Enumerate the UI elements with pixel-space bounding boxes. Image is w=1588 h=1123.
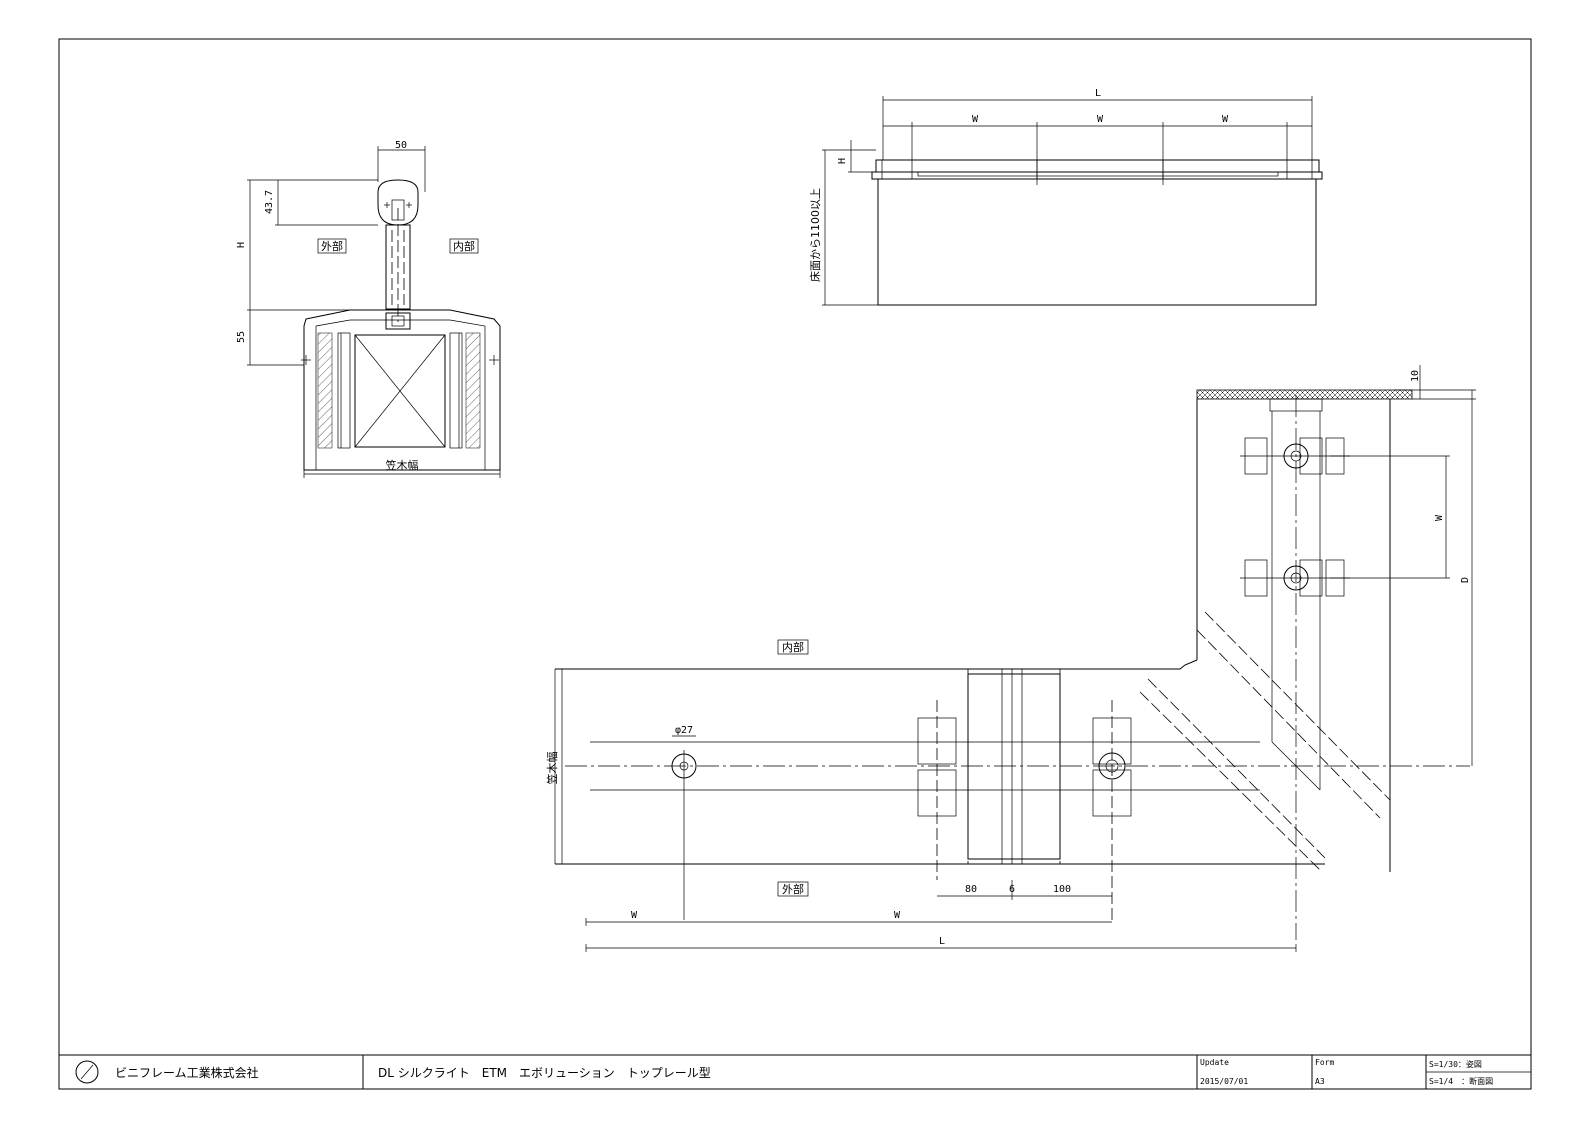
form-label: Form <box>1315 1058 1334 1067</box>
plan-dim-d: D <box>1460 577 1471 583</box>
plan-dim-w-mid: W <box>894 910 901 921</box>
plan-dim-phi: φ27 <box>675 725 693 736</box>
scale-elevation: S=1/30：姿図 <box>1429 1059 1482 1069</box>
elevation-view: L W W W H 床面から1100以上 <box>808 88 1323 306</box>
section-dim-width: 50 <box>395 140 407 151</box>
scale-section: S=1/4 ：断面図 <box>1429 1076 1493 1086</box>
update-label: Update <box>1200 1058 1229 1067</box>
section-view: 50 43.7 H 55 外部 内部 笠木幅 <box>236 140 501 478</box>
plan-label-width: 笠木幅 <box>545 752 559 785</box>
plan-dim-l: L <box>939 936 945 947</box>
plan-dim-10: 10 <box>1410 370 1421 382</box>
elevation-dim-h: H <box>837 158 848 164</box>
section-label-inside: 内部 <box>453 239 475 253</box>
section-dim-h: H <box>236 242 247 248</box>
drawing-title: DL シルクライト ETM エボリューション トップレール型 <box>378 1066 711 1080</box>
section-label-width: 笠木幅 <box>386 458 419 472</box>
update-value: 2015/07/01 <box>1200 1077 1248 1086</box>
plan-label-outside: 外部 <box>782 882 804 896</box>
company-logo-icon <box>75 1060 99 1084</box>
section-label-outside: 外部 <box>321 239 343 253</box>
elevation-dim-w1: W <box>972 114 979 125</box>
form-value: A3 <box>1315 1077 1325 1086</box>
plan-dim-6: 6 <box>1009 884 1015 895</box>
sheet-border <box>58 38 1532 1090</box>
elevation-dim-w2: W <box>1097 114 1104 125</box>
plan-dim-w-left: W <box>631 910 638 921</box>
elevation-dim-floor: 床面から1100以上 <box>808 188 822 282</box>
plan-dim-100: 100 <box>1053 884 1071 895</box>
plan-view: φ27 内部 外部 笠木幅 80 6 100 W W L 10 W D <box>545 365 1476 952</box>
section-dim-base: 55 <box>236 331 247 343</box>
plan-label-inside: 内部 <box>782 640 804 654</box>
plan-dim-80: 80 <box>965 884 977 895</box>
section-dim-height: 43.7 <box>264 190 275 214</box>
elevation-dim-l: L <box>1095 88 1101 99</box>
plan-dim-w-right: W <box>1434 514 1445 521</box>
elevation-dim-w3: W <box>1222 114 1229 125</box>
title-block: ビニフレーム工業株式会社 DL シルクライト ETM エボリューション トップレ… <box>59 1054 1531 1089</box>
company-name: ビニフレーム工業株式会社 <box>115 1065 259 1080</box>
